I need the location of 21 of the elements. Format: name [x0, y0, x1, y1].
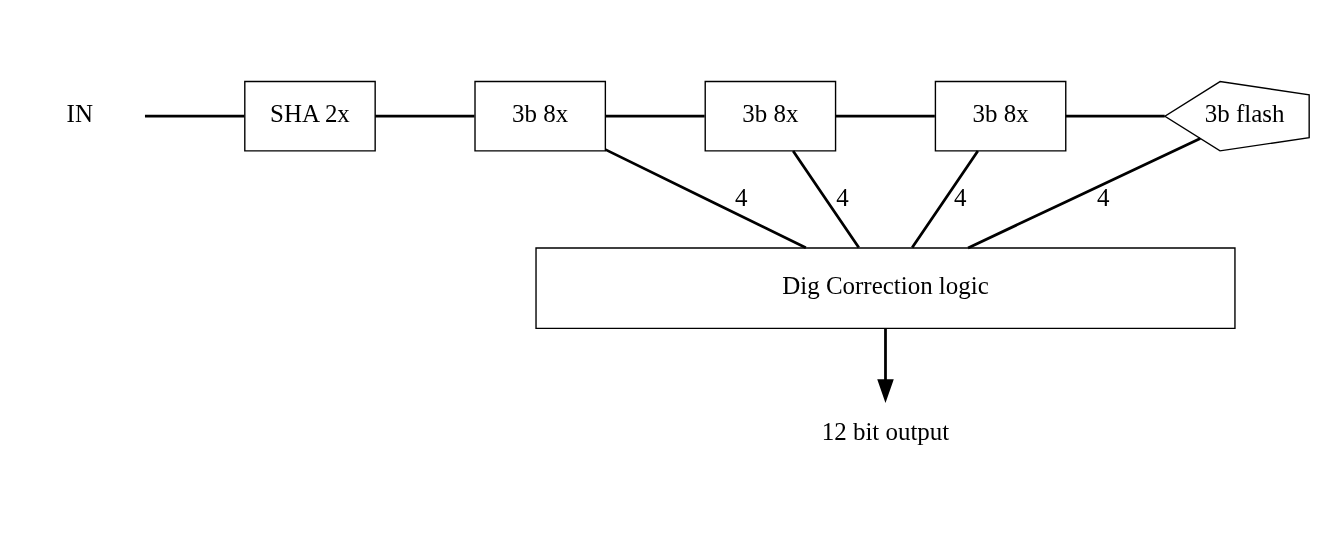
node-box: Dig Correction logic [535, 246, 1236, 329]
edge-label: 4 [836, 183, 849, 211]
arrow [877, 328, 894, 403]
node-box: SHA 2x [244, 80, 376, 152]
connector [792, 149, 860, 248]
node-text: 12 bit output [821, 417, 950, 445]
connector [1065, 114, 1165, 118]
connector [604, 147, 807, 249]
edge-label: 4 [735, 183, 748, 211]
node-box: 3b 8x [704, 80, 837, 152]
connector [375, 114, 475, 118]
node-text: IN [66, 99, 93, 127]
node-box: 3b 8x [474, 80, 607, 152]
connector [911, 149, 979, 248]
connector [605, 114, 705, 118]
connector [967, 136, 1201, 249]
connector [144, 114, 245, 118]
edge-label: 4 [954, 183, 967, 211]
node-box: 3b 8x [934, 80, 1067, 152]
edge-label: 4 [1096, 183, 1110, 211]
connector [835, 114, 935, 118]
